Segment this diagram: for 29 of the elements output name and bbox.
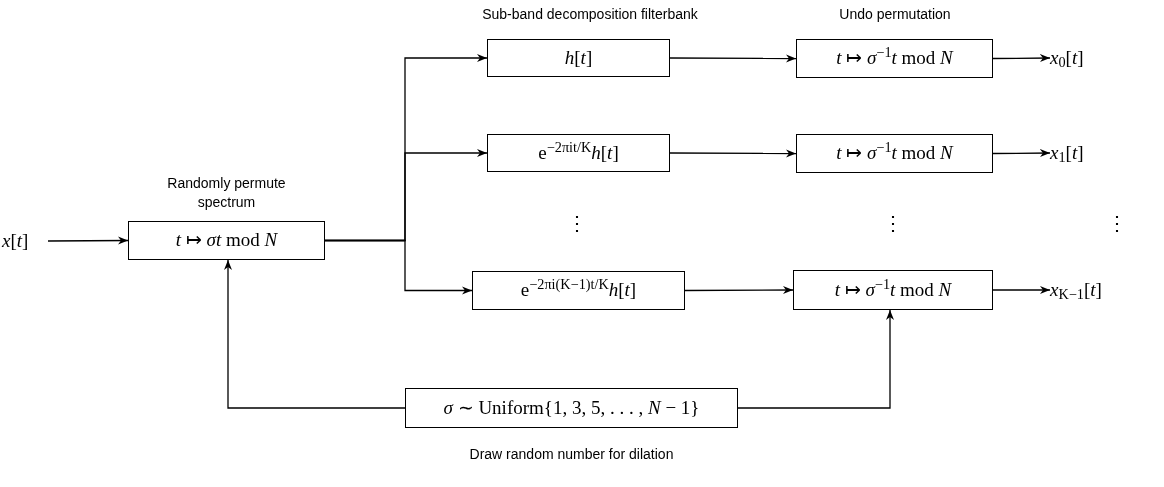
process-box: h[t] — [487, 39, 670, 77]
arrow — [992, 149, 1051, 158]
arrow — [669, 54, 797, 63]
block-caption: Draw random number for dilation — [468, 445, 675, 464]
arrow — [224, 259, 406, 409]
process-box: e$^{−2πit/K}$h[t] — [487, 134, 670, 172]
signal-label: x[t] — [2, 226, 29, 256]
ellipsis: ⋮ — [567, 211, 587, 236]
arrow — [47, 236, 129, 245]
arrow — [324, 239, 473, 295]
arrow — [992, 286, 1051, 294]
arrow — [669, 149, 797, 158]
signal-label: x$_{1}$[t] — [1050, 138, 1084, 168]
process-box: t ↦ σ$^{−1}$t mod N — [796, 39, 993, 78]
process-box: t ↦ σ$^{−1}$t mod N — [796, 134, 993, 173]
process-box: e$^{−2πi(K−1)t/K}$h[t] — [472, 271, 685, 310]
process-box: t ↦ σ$^{−1}$t mod N — [793, 270, 993, 310]
column-heading: Sub-band decomposition filterbank — [481, 5, 699, 24]
block-heading: Randomly permute spectrum — [166, 174, 287, 212]
arrow — [684, 286, 794, 295]
ellipsis: ⋮ — [883, 211, 903, 236]
signal-label: x$_{K−1}$[t] — [1050, 275, 1102, 305]
process-box: σ ∼ Uniform{1, 3, 5, . . . , N − 1} — [405, 388, 738, 428]
process-box: t ↦ σt mod N — [128, 221, 325, 260]
arrow — [737, 309, 894, 409]
arrow — [992, 54, 1051, 63]
ellipsis: ⋮ — [1107, 211, 1127, 236]
signal-label: x$_{0}$[t] — [1050, 43, 1084, 73]
column-heading: Undo permutation — [838, 5, 952, 24]
